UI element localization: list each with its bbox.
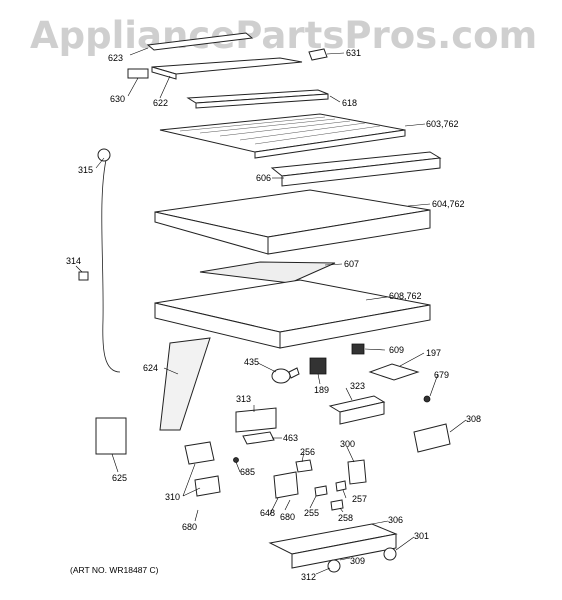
part-435-bulb[interactable] bbox=[271, 367, 300, 384]
part-648-switch[interactable] bbox=[273, 471, 299, 499]
part-608-pan[interactable] bbox=[154, 279, 431, 349]
callout-310: 310 bbox=[165, 492, 180, 502]
part-255-clip[interactable] bbox=[314, 485, 328, 497]
callout-300: 300 bbox=[340, 439, 355, 449]
callout-609: 609 bbox=[389, 345, 404, 355]
part-314-clip[interactable] bbox=[78, 271, 89, 281]
callout-308: 308 bbox=[466, 414, 481, 424]
part-622-top-panel[interactable] bbox=[151, 57, 303, 80]
part-679-screw[interactable] bbox=[423, 395, 431, 403]
part-625-cover[interactable] bbox=[95, 417, 127, 455]
part-631-pad[interactable] bbox=[308, 48, 328, 61]
callout-625: 625 bbox=[112, 473, 127, 483]
callout-306: 306 bbox=[388, 515, 403, 525]
part-300-switch[interactable] bbox=[347, 459, 367, 485]
part-603-shelf[interactable] bbox=[159, 113, 406, 159]
callout-623: 623 bbox=[108, 53, 123, 63]
part-630-pad[interactable] bbox=[127, 68, 149, 79]
callout-679: 679 bbox=[434, 370, 449, 380]
callout-309: 309 bbox=[350, 556, 365, 566]
part-609-knob[interactable] bbox=[351, 343, 365, 355]
part-618-rail[interactable] bbox=[186, 89, 329, 109]
callout-313: 313 bbox=[236, 394, 251, 404]
callout-197: 197 bbox=[426, 348, 441, 358]
leader-lines bbox=[75, 47, 467, 575]
callout-685: 685 bbox=[240, 467, 255, 477]
callout-624: 624 bbox=[143, 363, 158, 373]
part-257-clip[interactable] bbox=[335, 480, 347, 492]
callout-255: 255 bbox=[304, 508, 319, 518]
part-313-box[interactable] bbox=[235, 407, 277, 433]
callout-257: 257 bbox=[352, 494, 367, 504]
part-308-plate[interactable] bbox=[413, 423, 451, 453]
callout-618: 618 bbox=[342, 98, 357, 108]
callout-301: 301 bbox=[414, 531, 429, 541]
part-624-duct[interactable] bbox=[159, 337, 211, 431]
callout-622: 622 bbox=[153, 98, 168, 108]
callout-603: 603,762 bbox=[426, 119, 459, 129]
part-197-seal[interactable] bbox=[368, 363, 420, 381]
callout-315: 315 bbox=[78, 165, 93, 175]
part-604-shelf[interactable] bbox=[154, 189, 431, 255]
part-258-clip[interactable] bbox=[330, 499, 344, 511]
callout-258: 258 bbox=[338, 513, 353, 523]
part-323-bracket[interactable] bbox=[328, 395, 386, 425]
callout-604: 604,762 bbox=[432, 199, 465, 209]
callout-256: 256 bbox=[300, 447, 315, 457]
callout-312: 312 bbox=[301, 572, 316, 582]
art-number: (ART NO. WR18487 C) bbox=[70, 565, 159, 575]
callout-631: 631 bbox=[346, 48, 361, 58]
part-685-screw[interactable] bbox=[233, 457, 239, 463]
callout-630: 630 bbox=[110, 94, 125, 104]
callout-608: 608,762 bbox=[389, 291, 422, 301]
callout-323: 323 bbox=[350, 381, 365, 391]
part-306-housing[interactable] bbox=[268, 523, 398, 569]
part-623-bracket[interactable] bbox=[146, 32, 254, 51]
callout-435: 435 bbox=[244, 357, 259, 367]
callout-606: 606 bbox=[256, 173, 271, 183]
part-463-block[interactable] bbox=[242, 431, 275, 445]
callout-463: 463 bbox=[283, 433, 298, 443]
callout-189: 189 bbox=[314, 385, 329, 395]
callout-648: 648 bbox=[260, 508, 275, 518]
callout-680-a: 680 bbox=[280, 512, 295, 522]
part-310-thermostat[interactable] bbox=[184, 441, 221, 497]
part-189-socket[interactable] bbox=[309, 357, 327, 375]
part-607-filter[interactable] bbox=[199, 261, 336, 284]
callout-607: 607 bbox=[344, 259, 359, 269]
part-312-knob[interactable] bbox=[327, 559, 341, 573]
callout-680-b: 680 bbox=[182, 522, 197, 532]
callout-314: 314 bbox=[66, 256, 81, 266]
part-301-knob[interactable] bbox=[383, 547, 397, 561]
part-606-panel[interactable] bbox=[270, 151, 442, 187]
part-315-tube[interactable] bbox=[97, 148, 121, 373]
part-256-actuator[interactable] bbox=[295, 459, 313, 473]
